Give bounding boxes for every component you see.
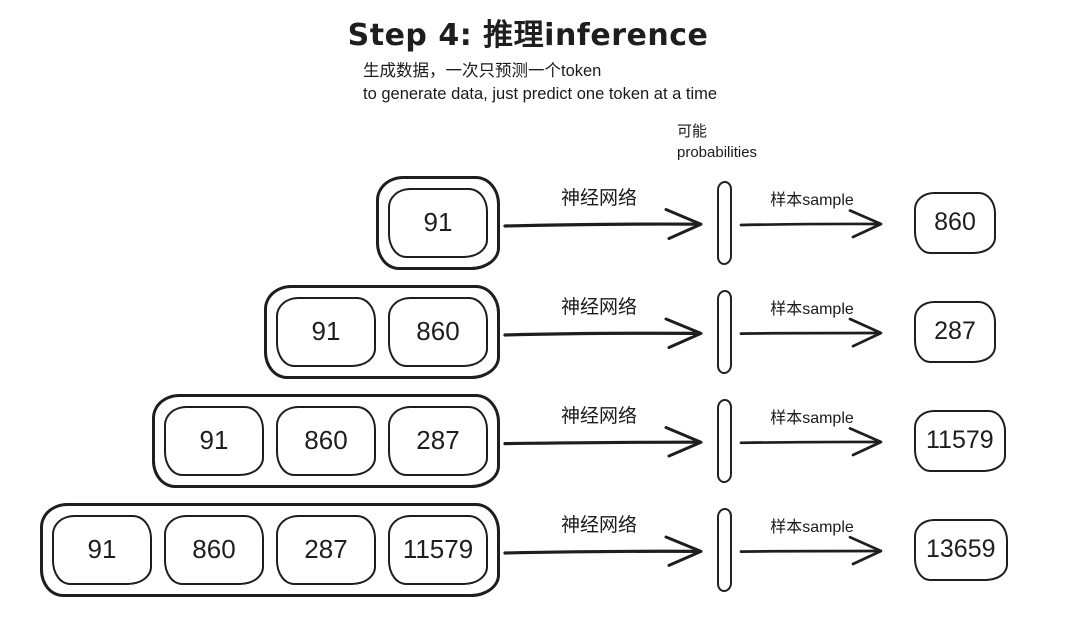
neural-network-arrow-icon bbox=[503, 535, 703, 567]
context-container: 91 860 287 bbox=[152, 393, 500, 488]
output-column: 13659 bbox=[908, 518, 1010, 581]
sample-arrow-icon bbox=[739, 426, 883, 456]
neural-network-step: 神经网络 bbox=[500, 277, 712, 386]
token-box: 91 bbox=[52, 514, 152, 585]
probability-bar bbox=[716, 507, 732, 592]
output-token-box: 287 bbox=[914, 300, 996, 363]
inference-row-3: 91 860 287 神经网络 样本sample bbox=[40, 386, 1010, 495]
sample-step: 样本sample bbox=[736, 386, 908, 495]
sample-label: 样本sample bbox=[770, 191, 854, 209]
inference-rows: 91 神经网络 样本sample 860 bbox=[40, 168, 1010, 604]
neural-network-label: 神经网络 bbox=[560, 405, 637, 427]
output-column: 287 bbox=[908, 300, 1010, 363]
context-column: 91 bbox=[40, 175, 500, 270]
token-box: 287 bbox=[276, 514, 376, 585]
probabilities-label-en: probabilities bbox=[677, 144, 758, 161]
probability-bar bbox=[716, 289, 732, 374]
output-column: 11579 bbox=[908, 409, 1010, 472]
probability-bar bbox=[716, 180, 732, 265]
inference-row-1: 91 神经网络 样本sample 860 bbox=[40, 168, 1010, 277]
token-box: 860 bbox=[164, 514, 264, 585]
context-container: 91 860 287 11579 bbox=[40, 502, 500, 597]
inference-row-4: 91 860 287 11579 神经网络 样本sample bbox=[40, 495, 1010, 604]
output-token-box: 11579 bbox=[914, 409, 1006, 472]
token-box: 91 bbox=[164, 405, 264, 476]
probability-column bbox=[712, 507, 736, 592]
output-column: 860 bbox=[908, 191, 1010, 254]
probability-column bbox=[712, 398, 736, 483]
probabilities-label: 可能 probabilities bbox=[677, 121, 757, 163]
sample-label: 样本sample bbox=[770, 300, 854, 318]
subtitle: 生成数据，一次只预测一个token to generate data, just… bbox=[363, 60, 717, 107]
sample-step: 样本sample bbox=[736, 168, 908, 277]
neural-network-arrow-icon bbox=[503, 317, 703, 349]
sample-step: 样本sample bbox=[736, 277, 908, 386]
neural-network-label: 神经网络 bbox=[560, 187, 637, 209]
output-token-box: 13659 bbox=[914, 518, 1008, 581]
token-box: 91 bbox=[276, 296, 376, 367]
sample-label: 样本sample bbox=[770, 409, 854, 427]
context-container: 91 860 bbox=[264, 284, 500, 379]
sample-arrow-icon bbox=[739, 208, 883, 238]
inference-row-2: 91 860 神经网络 样本sample bbox=[40, 277, 1010, 386]
context-column: 91 860 287 11579 bbox=[40, 502, 500, 597]
sample-arrow-icon bbox=[739, 535, 883, 565]
token-box: 287 bbox=[388, 405, 488, 476]
context-container: 91 bbox=[376, 175, 500, 270]
context-column: 91 860 bbox=[40, 284, 500, 379]
neural-network-arrow-icon bbox=[503, 207, 703, 240]
token-box: 11579 bbox=[388, 514, 488, 585]
subtitle-line-zh: 生成数据，一次只预测一个token bbox=[363, 62, 602, 80]
neural-network-label: 神经网络 bbox=[560, 296, 637, 318]
token-box: 91 bbox=[388, 187, 488, 258]
subtitle-line-en: to generate data, just predict one token… bbox=[363, 85, 718, 104]
probabilities-label-zh: 可能 bbox=[677, 123, 708, 140]
neural-network-step: 神经网络 bbox=[500, 386, 712, 495]
sample-step: 样本sample bbox=[736, 495, 908, 604]
neural-network-step: 神经网络 bbox=[500, 168, 712, 277]
output-token-box: 860 bbox=[914, 191, 996, 254]
neural-network-step: 神经网络 bbox=[500, 495, 712, 604]
probability-bar bbox=[716, 398, 732, 483]
sample-label: 样本sample bbox=[770, 518, 854, 536]
context-column: 91 860 287 bbox=[40, 393, 500, 488]
probability-column bbox=[712, 180, 736, 265]
neural-network-label: 神经网络 bbox=[560, 514, 637, 536]
page-title: Step 4: 推理inference bbox=[347, 18, 709, 53]
sample-arrow-icon bbox=[739, 317, 883, 348]
neural-network-arrow-icon bbox=[503, 425, 703, 457]
token-box: 860 bbox=[276, 405, 376, 476]
probability-column bbox=[712, 289, 736, 374]
token-box: 860 bbox=[388, 296, 488, 367]
